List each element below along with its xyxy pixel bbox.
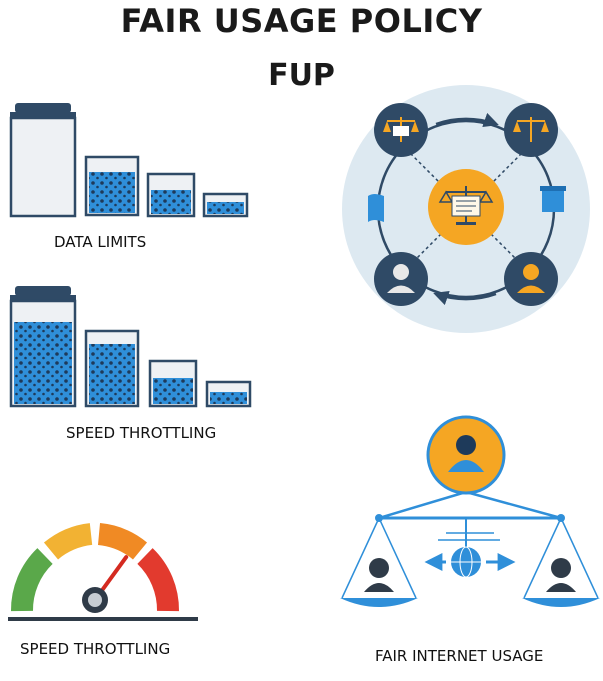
page-title: FAIR USAGE POLICY <box>120 2 483 40</box>
jar-icon <box>9 286 77 408</box>
data-limits-jars <box>9 103 249 218</box>
jar-icon <box>84 329 140 408</box>
jar-icon <box>146 172 196 218</box>
scale-icon <box>374 103 428 157</box>
jar-icon <box>9 103 77 218</box>
globe-icon <box>451 546 481 578</box>
document-icon <box>368 194 384 222</box>
jar-icon <box>205 380 252 408</box>
speed-gauge-icon <box>8 523 198 621</box>
user-icon <box>374 252 428 306</box>
page-subtitle: FUP <box>268 58 335 93</box>
jar-icon <box>202 192 249 218</box>
data-limits-label: DATA LIMITS <box>54 233 147 251</box>
user-icon <box>364 558 394 592</box>
jar-icon <box>84 155 140 217</box>
user-icon <box>546 558 576 592</box>
speed-throttling-gauge-label: SPEED THROTTLING <box>20 640 171 658</box>
user-icon <box>504 252 558 306</box>
speed-throttling-jars <box>9 286 252 408</box>
fup-cycle-diagram <box>342 85 590 333</box>
scale-icon <box>428 169 504 245</box>
speed-throttling-label: SPEED THROTTLING <box>66 424 217 442</box>
document-icon <box>540 186 566 212</box>
fair-internet-usage-label: FAIR INTERNET USAGE <box>375 647 544 665</box>
scale-icon <box>504 103 558 157</box>
user-icon <box>426 415 506 495</box>
fair-usage-scale <box>340 415 600 607</box>
jar-icon <box>148 359 198 408</box>
